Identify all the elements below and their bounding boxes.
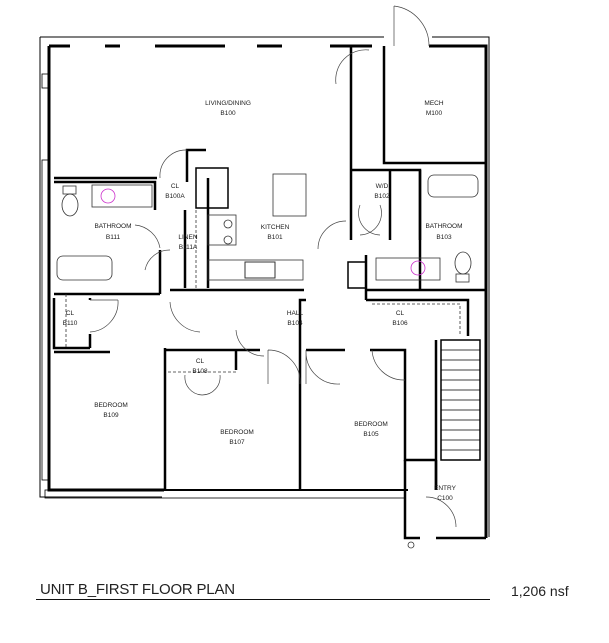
exterior-walls [39,36,490,538]
room-code-bedroom-b109: B109 [103,412,119,419]
room-name-entry: ENTRY [434,485,457,492]
title-underline [36,599,490,600]
room-name-kitchen: KITCHEN [261,224,290,231]
room-code-hall: B104 [287,320,303,327]
room-code-kitchen: B101 [267,234,283,241]
room-name-linen: LINEN [178,234,197,241]
room-name-bedroom-b105: BEDROOM [354,421,388,428]
plan-area: 1,206 nsf [511,583,569,599]
room-name-bathroom-b103: BATHROOM [425,223,462,230]
fixtures [56,167,479,549]
room-code-entry: C100 [437,495,453,502]
room-name-mech: MECH [424,100,443,107]
interior-walls [52,46,486,540]
room-name-cl-b110: CL [66,310,75,317]
room-name-wd: W/D [376,183,389,190]
room-name-living-dining: LIVING/DINING [205,100,251,107]
room-name-cl-b106: CL [396,310,405,317]
room-code-bedroom-b105: B105 [363,431,379,438]
room-code-bathroom-b103: B103 [436,234,452,241]
room-code-bathroom-b111: B111 [106,234,121,241]
room-code-bedroom-b107: B107 [229,439,245,446]
room-name-bathroom-b111: BATHROOM [94,223,131,230]
room-code-mech: M100 [426,110,443,117]
room-code-cl-b100a: B100A [165,193,185,200]
room-code-linen: B111A [179,244,198,251]
room-code-wd: B102 [374,193,390,200]
room-code-cl-b110: B110 [63,320,78,327]
plan-title: UNIT B_FIRST FLOOR PLAN [40,581,235,598]
doors [89,5,457,528]
room-code-cl-b108: B108 [192,368,208,375]
stair [440,339,481,461]
room-code-cl-b106: B106 [392,320,408,327]
room-name-cl-b100a: CL [171,183,180,190]
room-code-living-dining: B100 [220,110,236,117]
room-name-bedroom-b109: BEDROOM [94,402,128,409]
room-labels: LIVING/DINING B100 MECH M100 CL B100A W/… [63,100,463,502]
room-name-cl-b108: CL [196,358,205,365]
room-name-bedroom-b107: BEDROOM [220,429,254,436]
room-name-hall: HALL [287,310,304,317]
